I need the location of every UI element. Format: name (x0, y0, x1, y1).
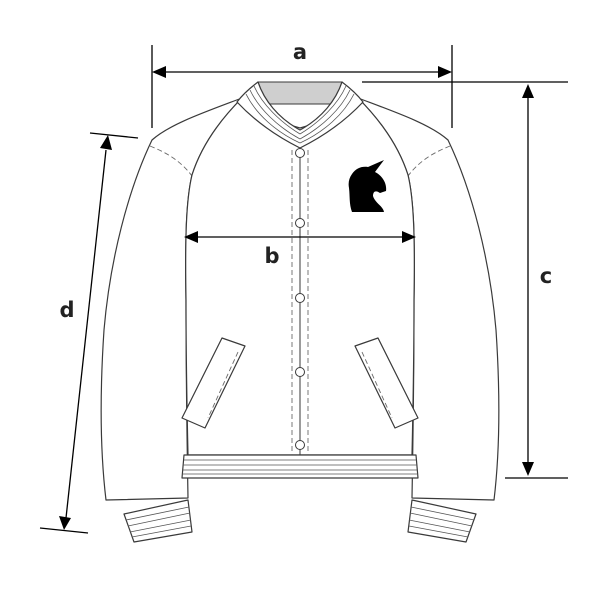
right-cuff (407, 499, 477, 543)
waistband (181, 454, 419, 479)
collar (236, 81, 364, 149)
label-b: b (264, 244, 279, 268)
measure-c (362, 81, 568, 479)
button-placket (291, 148, 309, 455)
button-3 (295, 293, 305, 303)
label-a: a (293, 40, 307, 64)
button-2 (295, 218, 305, 228)
button-4 (295, 367, 305, 377)
measure-a (151, 45, 453, 128)
right-pocket (354, 337, 419, 429)
button-1 (295, 148, 305, 158)
label-d: d (59, 298, 74, 322)
unicorn-head-icon (348, 160, 387, 212)
measure-d (39, 132, 139, 534)
button-5 (295, 440, 305, 450)
measure-b (184, 231, 416, 243)
left-pocket (181, 337, 246, 429)
left-cuff (123, 499, 193, 543)
label-c: c (540, 264, 552, 288)
